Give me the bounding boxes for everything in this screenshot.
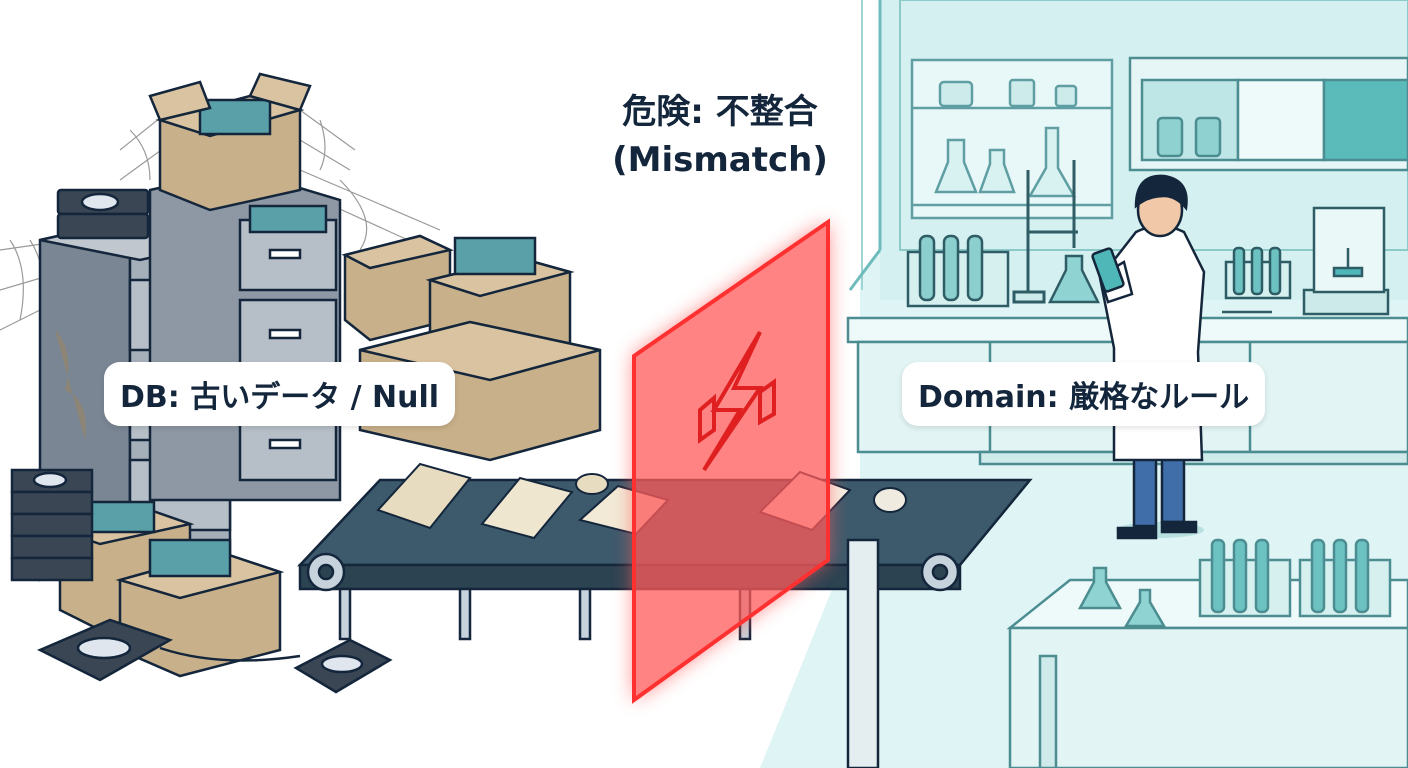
warning-title: 危険: 不整合 bbox=[622, 92, 818, 132]
domain-label: Domain: 厳格なルール bbox=[902, 362, 1266, 426]
test-tube-rack-icon bbox=[906, 234, 1010, 308]
mismatch-warning: 危険: 不整合 (Mismatch) bbox=[560, 88, 880, 184]
filing-cabinet bbox=[148, 168, 342, 502]
db-label: DB: 古いデータ / Null bbox=[104, 362, 456, 426]
tape-stack bbox=[10, 188, 393, 694]
warning-subtitle: (Mismatch) bbox=[612, 140, 828, 180]
cardboard-box bbox=[148, 72, 312, 212]
lab-front-counter bbox=[1006, 538, 1408, 768]
microscope-scale-icon bbox=[1302, 206, 1390, 316]
lab-shelf bbox=[910, 58, 1114, 220]
flask-icon bbox=[1047, 254, 1101, 304]
lightning-icon bbox=[698, 330, 776, 472]
test-tube-rack-icon bbox=[1222, 246, 1292, 314]
cardboard-box bbox=[341, 234, 454, 342]
retort-stand bbox=[1012, 160, 1078, 304]
lab-cabinet bbox=[1128, 56, 1408, 172]
mismatch-barrier bbox=[632, 218, 830, 704]
